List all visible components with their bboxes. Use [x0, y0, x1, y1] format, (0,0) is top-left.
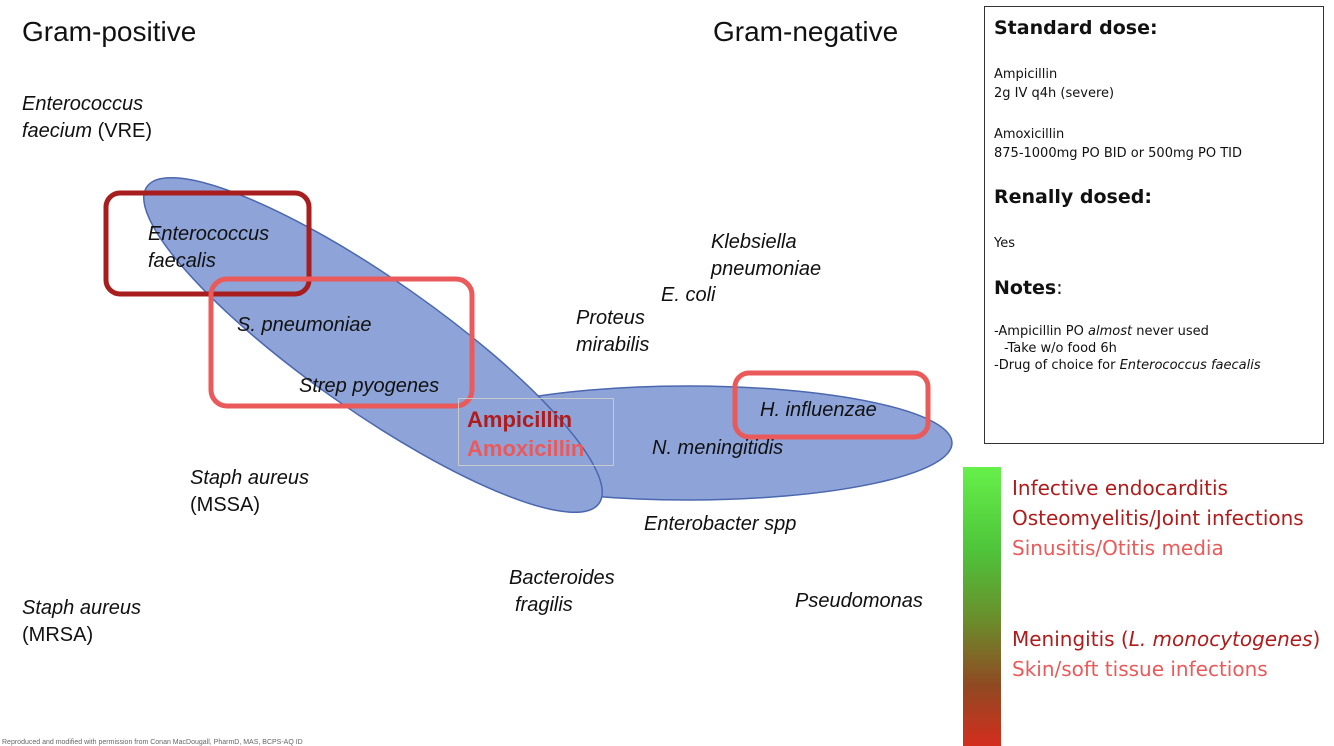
organism-h-influenzae: H. influenzae [760, 399, 877, 421]
efaecalis-highlight-box [103, 190, 312, 297]
indication-sinusitis: Sinusitis/Otitis media [1012, 536, 1224, 560]
organism-bacteroides: Bacteroides fragilis [509, 567, 615, 616]
evidence-gradient-bar [963, 467, 1001, 746]
organism-strep-pyogenes: Strep pyogenes [299, 375, 440, 397]
note-2: -Take w/o food 6h [1004, 341, 1117, 356]
organism-proteus: Proteus mirabilis [576, 307, 650, 356]
organism-s-pneumoniae: S. pneumoniae [237, 314, 372, 336]
organism-vre: Enterococcus faecium (VRE) [22, 93, 153, 142]
strep-highlight-box [208, 276, 475, 409]
organism-klebsiella: Klebsiella pneumoniae [711, 231, 822, 280]
renal-title: Renally dosed: [994, 186, 1152, 208]
drug-label-box: Ampicillin Amoxicillin [458, 398, 614, 466]
note-1: -Ampicillin PO almost never used [994, 324, 1209, 339]
gram-negative-header: Gram-negative [713, 16, 899, 47]
indication-meningitis: Meningitis (L. monocytogenes) [1012, 627, 1321, 651]
organism-mrsa: Staph aureus (MRSA) [22, 597, 141, 646]
renal-value: Yes [994, 236, 1015, 251]
notes-title: Notes: [994, 277, 1063, 299]
amoxicillin-dose-block: Amoxicillin 875-1000mg PO BID or 500mg P… [994, 127, 1243, 161]
organism-mssa: Staph aureus (MSSA) [190, 467, 309, 516]
organism-e-coli: E. coli [661, 284, 716, 306]
organism-pseudomonas: Pseudomonas [795, 590, 923, 612]
indication-skin: Skin/soft tissue infections [1012, 657, 1268, 681]
indication-endocarditis: Infective endocarditis [1012, 476, 1228, 500]
drug-amoxicillin: Amoxicillin [467, 436, 585, 461]
attribution-footer: Reproduced and modified with permission … [2, 739, 303, 746]
standard-dose-title: Standard dose: [994, 17, 1158, 39]
hinfluenzae-highlight-box [732, 370, 931, 440]
notes-list: -Ampicillin PO almost never used -Take w… [994, 323, 1314, 374]
indication-osteomyelitis: Osteomyelitis/Joint infections [1012, 506, 1304, 530]
dosing-info-panel: Standard dose: Ampicillin 2g IV q4h (sev… [984, 6, 1324, 444]
gram-positive-header: Gram-positive [22, 16, 197, 47]
organism-e-faecalis: Enterococcus faecalis [148, 223, 270, 272]
gram-positive-coverage-ellipse [143, 176, 603, 514]
drug-ampicillin: Ampicillin [467, 407, 573, 432]
note-3: -Drug of choice for Enterococcus faecali… [994, 358, 1261, 373]
organism-n-meningitidis: N. meningitidis [652, 437, 784, 459]
ampicillin-dose-block: Ampicillin 2g IV q4h (severe) [994, 67, 1115, 101]
organism-enterobacter: Enterobacter spp [644, 513, 797, 535]
